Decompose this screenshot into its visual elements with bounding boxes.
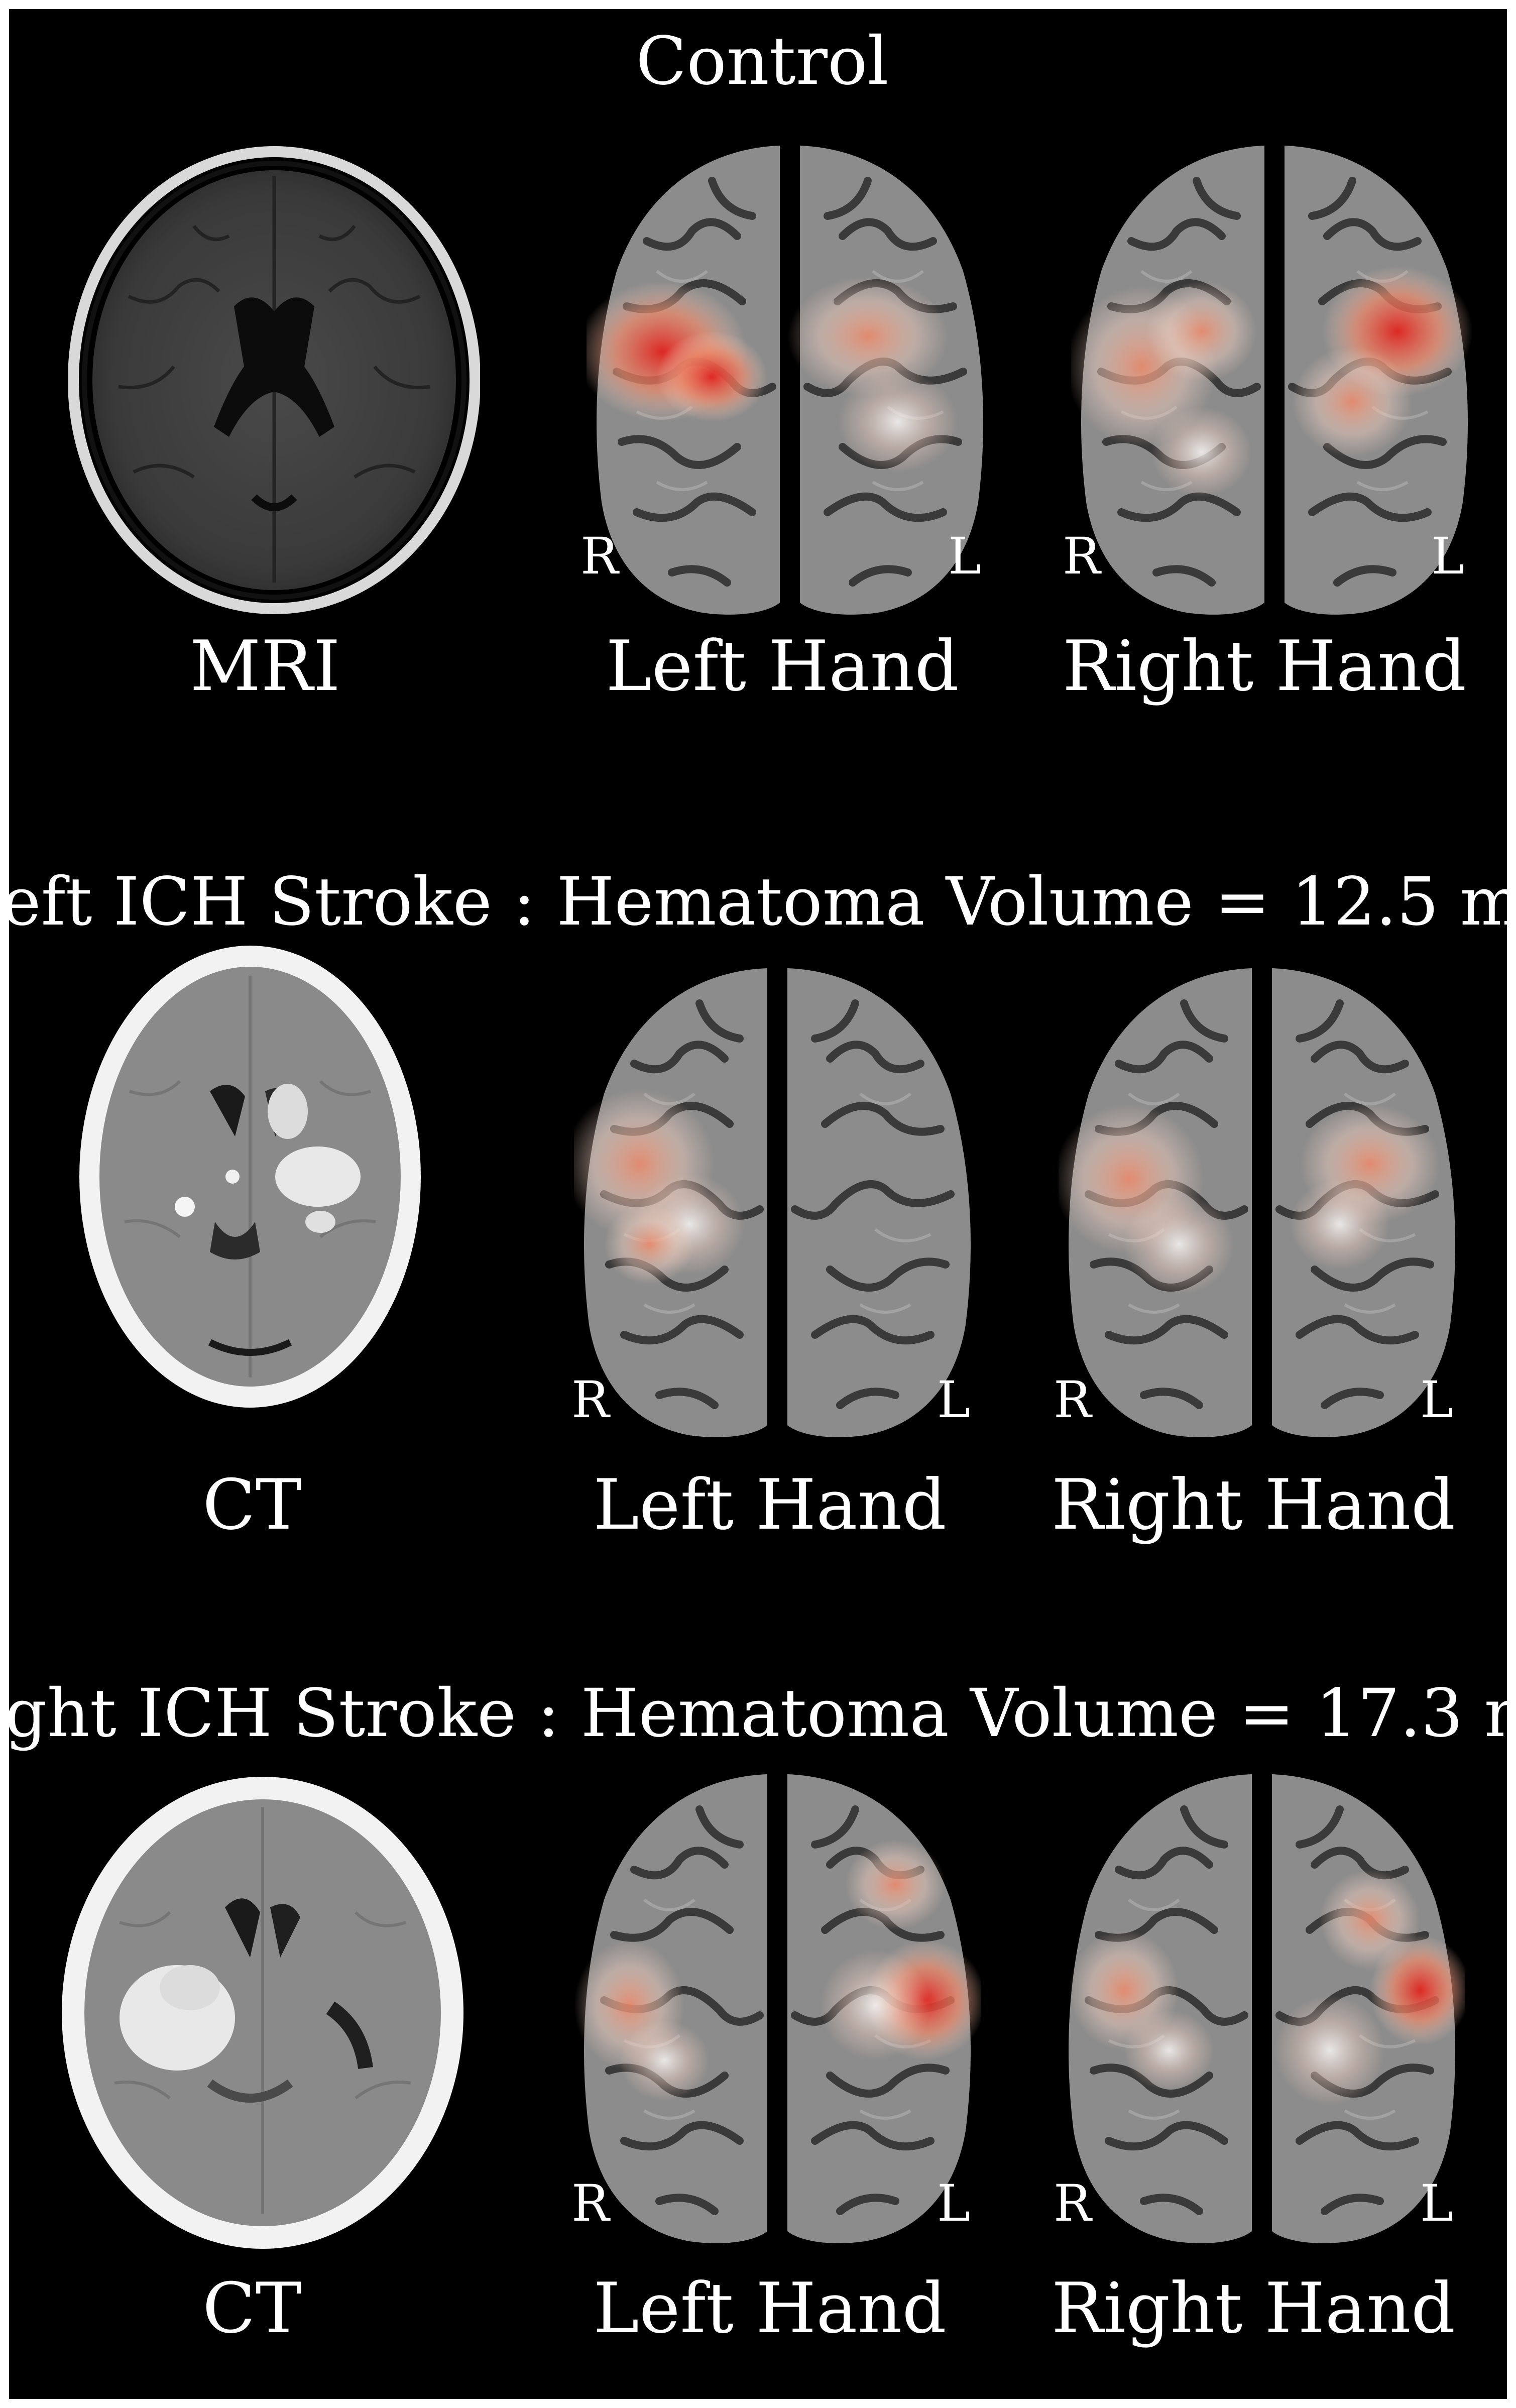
ct-axial-image-right-ich bbox=[62, 1777, 463, 2249]
row-title-left-ich: Left ICH Stroke : Hematoma Volume = 12.5… bbox=[0, 863, 1516, 941]
figure-frame: Control MRI bbox=[0, 9, 1516, 2399]
right-ich-left-hand-L-marker: L bbox=[937, 2174, 971, 2233]
control-right-hand-brain-map bbox=[1071, 141, 1473, 623]
left-ich-right-hand-brain-map bbox=[1059, 963, 1465, 1445]
right-ich-right-hand-R-marker: R bbox=[1054, 2174, 1092, 2233]
scan-label-mri: MRI bbox=[190, 626, 340, 707]
row-title-right-ich: Right ICH Stroke : Hematoma Volume = 17.… bbox=[0, 1675, 1516, 1752]
control-right-hand-L-marker: L bbox=[1431, 527, 1465, 586]
right-ich-right-hand-caption: Right Hand bbox=[1051, 2268, 1456, 2349]
left-ich-right-hand-caption: Right Hand bbox=[1051, 1464, 1456, 1545]
right-ich-right-hand-L-marker: L bbox=[1420, 2174, 1454, 2233]
left-ich-right-hand-L-marker: L bbox=[1420, 1370, 1454, 1429]
row-title-control: Control bbox=[636, 23, 889, 100]
control-left-hand-R-marker: R bbox=[580, 527, 619, 586]
left-ich-left-hand-R-marker: R bbox=[571, 1370, 610, 1429]
left-ich-left-hand-brain-map bbox=[574, 963, 981, 1445]
mri-axial-image bbox=[68, 146, 480, 614]
scan-label-ct-right-ich: CT bbox=[202, 2268, 302, 2349]
right-ich-right-hand-brain-map bbox=[1059, 1769, 1465, 2251]
control-right-hand-caption: Right Hand bbox=[1062, 626, 1467, 707]
left-ich-left-hand-L-marker: L bbox=[937, 1370, 971, 1429]
control-left-hand-L-marker: L bbox=[948, 527, 982, 586]
control-right-hand-R-marker: R bbox=[1063, 527, 1101, 586]
left-ich-left-hand-caption: Left Hand bbox=[593, 1464, 947, 1545]
scan-label-ct-left-ich: CT bbox=[202, 1464, 302, 1545]
right-ich-left-hand-caption: Left Hand bbox=[593, 2268, 947, 2349]
left-ich-right-hand-R-marker: R bbox=[1054, 1370, 1092, 1429]
right-ich-left-hand-R-marker: R bbox=[571, 2174, 610, 2233]
ct-axial-image-left-ich bbox=[79, 946, 421, 1408]
control-left-hand-brain-map bbox=[587, 141, 993, 623]
control-left-hand-caption: Left Hand bbox=[606, 626, 959, 707]
right-ich-left-hand-brain-map bbox=[574, 1769, 981, 2251]
